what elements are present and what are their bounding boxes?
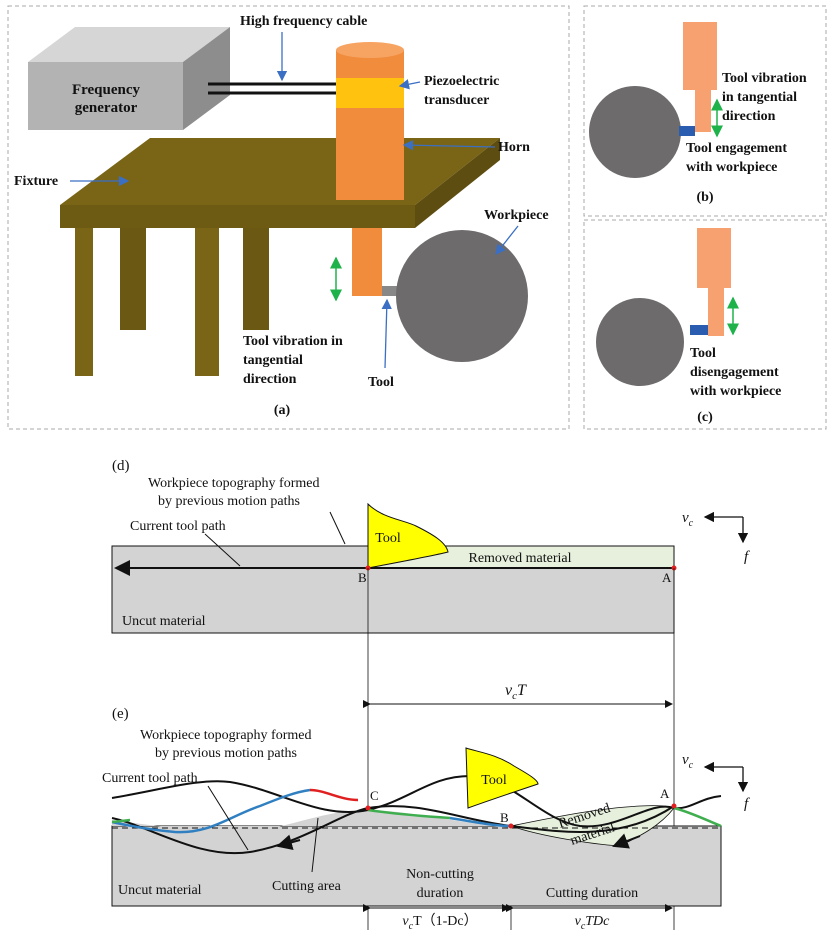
point-c-marker-e — [365, 805, 371, 811]
caption-d: (d) — [112, 458, 130, 474]
topography-red-1 — [309, 788, 359, 802]
panel-c-frame — [583, 219, 827, 430]
panel-c: Tool disengagement with workpiece (c) — [583, 219, 827, 430]
workpiece-a — [396, 230, 528, 362]
cutting-area-label: Cutting area — [272, 879, 342, 894]
removed-material-label-d: Removed material — [468, 551, 571, 566]
current-path-arrow-e-2 — [276, 834, 301, 851]
topography-label-d-2: by previous motion paths — [158, 494, 300, 509]
non-cutting-label-2: duration — [417, 886, 464, 901]
current-path-label-d: Current tool path — [130, 519, 226, 534]
caption-a: (a) — [274, 403, 291, 418]
panel-a: Frequency generator High frequency cable… — [7, 5, 570, 430]
disengagement-label-3: with workpiece — [690, 384, 781, 399]
previous-path-e — [111, 774, 722, 828]
frequency-generator-label-1: Frequency — [72, 82, 141, 98]
tool-shape-e — [465, 747, 539, 809]
transducer-label-1: Piezoelectric — [424, 74, 499, 89]
path-pointer-e — [207, 785, 249, 851]
point-b-marker-e — [508, 823, 514, 829]
fixture-label: Fixture — [14, 174, 58, 189]
non-cutting-label-1: Non-cutting — [406, 867, 474, 882]
engagement-label-1: Tool engagement — [686, 141, 787, 156]
workpiece-b — [589, 86, 681, 178]
tool-b — [679, 126, 695, 136]
vibration-label-a-1: Tool vibration in — [243, 334, 343, 349]
caption-e: (e) — [112, 706, 129, 722]
panel-d: (d) Workpiece topography formed by previ… — [111, 458, 750, 634]
topography-label-e-2: by previous motion paths — [155, 746, 297, 761]
period-label: vcT — [505, 682, 527, 702]
horn-label: Horn — [498, 140, 530, 155]
vibration-label-a-2: tangential — [243, 353, 303, 368]
vibration-label-b-3: direction — [722, 109, 776, 124]
point-b-label-d: B — [358, 570, 367, 585]
vc-label-e: vc — [682, 752, 694, 771]
workpiece-c — [596, 298, 684, 386]
horn-pointer — [402, 140, 496, 151]
vc-label-d: vc — [682, 510, 694, 529]
topography-pointer-d — [329, 511, 346, 545]
tool-label-e: Tool — [481, 773, 507, 788]
cutting-duration-label: Cutting duration — [546, 886, 638, 901]
transducer-label-2: transducer — [424, 93, 489, 108]
uncut-label-d: Uncut material — [122, 614, 206, 629]
tool-label-a: Tool — [368, 375, 394, 390]
topography-green-2 — [673, 806, 722, 828]
topography-label-d-1: Workpiece topography formed — [148, 476, 319, 491]
horn-assembly — [336, 42, 404, 296]
point-c-label-e: C — [370, 788, 379, 803]
panel-b: Tool vibration in tangential direction T… — [583, 5, 827, 217]
topography-blue-1 — [111, 788, 311, 834]
disengagement-label-2: disengagement — [690, 365, 779, 380]
workpiece-pointer — [495, 225, 519, 256]
tool-label-d: Tool — [375, 531, 401, 546]
horn-b-lower — [695, 90, 711, 132]
point-a-label-d: A — [662, 570, 672, 585]
workpiece-label: Workpiece — [484, 208, 549, 223]
noncut-dimension-label: vcT（1-Dc） — [402, 913, 477, 932]
panel-b-frame — [583, 5, 827, 217]
vibration-label-a-3: direction — [243, 372, 297, 387]
point-b-label-e: B — [500, 810, 509, 825]
topography-blue-2 — [449, 816, 512, 828]
current-path-label-e: Current tool path — [102, 771, 198, 786]
topography-green-1 — [367, 808, 451, 820]
tool-pointer — [381, 298, 392, 369]
point-a-marker-e — [671, 803, 677, 809]
transducer-pointer — [398, 79, 421, 90]
topography-green-0 — [111, 818, 131, 824]
current-path-arrow-e — [612, 833, 641, 849]
f-label-e: f — [744, 796, 750, 812]
horn-c-lower — [708, 288, 724, 336]
tool-shape-d — [367, 502, 449, 569]
f-label-d: f — [744, 549, 750, 565]
high-frequency-cable-label: High frequency cable — [240, 14, 367, 29]
cut-dimension-label: vcTDc — [575, 914, 611, 932]
frequency-generator-box — [28, 27, 230, 130]
vibration-label-b-1: Tool vibration — [722, 71, 807, 86]
path-pointer-d — [204, 533, 241, 567]
panel-a-frame — [7, 5, 570, 430]
tool-c — [690, 325, 708, 335]
topography-label-e-1: Workpiece topography formed — [140, 728, 311, 743]
caption-b: (b) — [696, 190, 713, 205]
disengagement-label-1: Tool — [690, 346, 716, 361]
engagement-label-2: with workpiece — [686, 160, 777, 175]
point-a-label-e: A — [660, 786, 670, 801]
vibration-label-b-2: in tangential — [722, 90, 797, 105]
cutting-area-pointer — [311, 817, 319, 873]
uncut-label-e: Uncut material — [118, 883, 202, 898]
horn-b-upper — [683, 22, 717, 90]
caption-c: (c) — [697, 410, 713, 425]
horn-c-upper — [697, 228, 731, 288]
panel-e: vcT (e) Workpiece topography formed by p… — [102, 682, 750, 932]
frequency-generator-label-2: generator — [75, 100, 138, 116]
